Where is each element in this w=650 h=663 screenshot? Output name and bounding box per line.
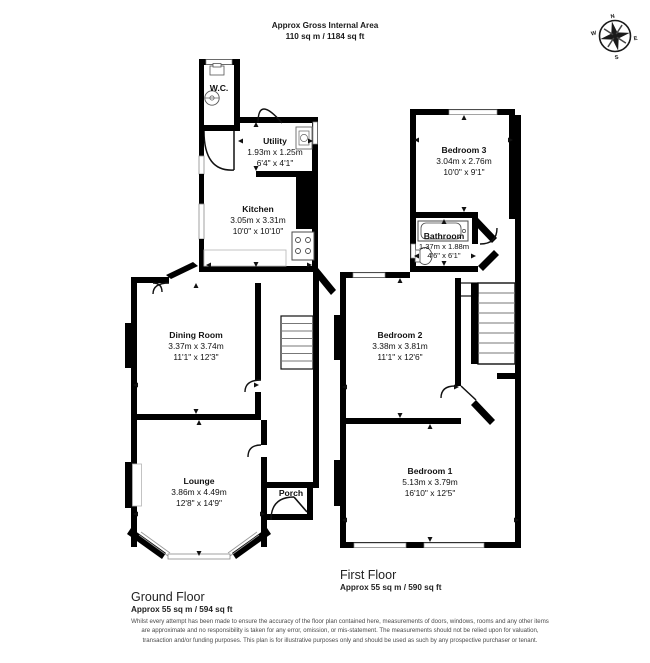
room-dim-bedroom3-imperial: 10'0" x 9'1" — [443, 167, 484, 177]
room-dim-kitchen-metric: 3.05m x 3.31m — [230, 215, 285, 225]
room-label-wc: W.C. — [210, 83, 229, 93]
first-floor-title: First Floor — [340, 568, 397, 582]
room-dim-lounge-imperial: 12'8" x 14'9" — [176, 498, 222, 508]
lounge-room: Lounge 3.86m x 4.49m 12'8" x 14'9" — [125, 420, 271, 560]
utility-room: Utility 1.93m x 1.25m 6'4" x 4'1" — [238, 117, 318, 177]
room-dim-bedroom2-metric: 3.38m x 3.81m — [372, 341, 427, 351]
ground-floor-title: Ground Floor — [131, 590, 205, 604]
room-label-porch: Porch — [279, 488, 303, 498]
room-label-kitchen: Kitchen — [242, 204, 274, 214]
room-label-bedroom3: Bedroom 3 — [442, 145, 487, 155]
compass-label-south: S — [614, 55, 619, 62]
dining-room: Dining Room 3.37m x 3.74m 11'1" x 12'3" — [125, 277, 262, 420]
room-label-bedroom1: Bedroom 1 — [408, 466, 453, 476]
room-dim-dining-imperial: 11'1" x 12'3" — [173, 352, 218, 362]
room-label-lounge: Lounge — [183, 476, 214, 486]
compass-label-east: E — [633, 36, 638, 43]
room-dim-bedroom1-metric: 5.13m x 3.79m — [402, 477, 457, 487]
first-floor-plan: Bedroom 3 3.04m x 2.76m 10'0" x 9'1" Bat — [334, 109, 521, 548]
bedroom-2-room: Bedroom 2 3.38m x 3.81m 11'1" x 12'6" — [334, 272, 477, 424]
room-dim-dining-metric: 3.37m x 3.74m — [168, 341, 223, 351]
first-floor-staircase — [455, 282, 516, 365]
gross-area-header: Approx Gross Internal Area 110 sq m / 11… — [0, 20, 650, 42]
ground-floor-area: Approx 55 sq m / 594 sq ft — [131, 605, 233, 614]
compass-rose: N S E W — [591, 14, 639, 62]
room-dim-bedroom3-metric: 3.04m x 2.76m — [436, 156, 491, 166]
room-dim-bedroom2-imperial: 11'1" x 12'6" — [377, 352, 422, 362]
room-dim-bathroom-imperial: 4'6" x 6'1" — [427, 251, 461, 260]
compass-label-west: W — [591, 30, 598, 37]
gross-area-line2: 110 sq m / 1184 sq ft — [285, 32, 365, 42]
bedroom-1-room: Bedroom 1 5.13m x 3.79m 16'10" x 12'5" — [334, 424, 521, 548]
ground-floor-staircase — [280, 315, 314, 370]
room-dim-utility-imperial: 6'4" x 4'1" — [257, 158, 294, 168]
compass-label-north: N — [610, 14, 615, 21]
wc-room: W.C. — [199, 59, 240, 131]
kitchen-room: Kitchen 3.05m x 3.31m 10'0" x 10'10" — [203, 177, 318, 272]
ground-floor-plan: W.C. Utility 1.93m x 1.25m 6'4 — [125, 59, 336, 560]
room-dim-bathroom-metric: 1.37m x 1.88m — [419, 242, 469, 251]
disclaimer-text: Whilst every attempt has been made to en… — [131, 618, 549, 644]
gross-area-line1: Approx Gross Internal Area — [271, 21, 379, 30]
porch-area: Porch — [267, 482, 313, 521]
compass-star — [600, 21, 630, 51]
room-dim-bedroom1-imperial: 16'10" x 12'5" — [405, 488, 456, 498]
first-floor-area: Approx 55 sq m / 590 sq ft — [340, 583, 442, 592]
room-label-bathroom: Bathroom — [424, 231, 465, 241]
room-label-bedroom2: Bedroom 2 — [378, 330, 423, 340]
room-dim-lounge-metric: 3.86m x 4.49m — [171, 487, 226, 497]
room-dim-kitchen-imperial: 10'0" x 10'10" — [233, 226, 284, 236]
bedroom-3-room: Bedroom 3 3.04m x 2.76m 10'0" x 9'1" — [410, 109, 521, 225]
bathroom-room: Bathroom 1.37m x 1.88m 4'6" x 6'1" — [410, 218, 478, 272]
room-label-dining: Dining Room — [169, 330, 223, 340]
room-label-utility: Utility — [263, 136, 287, 146]
room-dim-utility-metric: 1.93m x 1.25m — [247, 147, 302, 157]
